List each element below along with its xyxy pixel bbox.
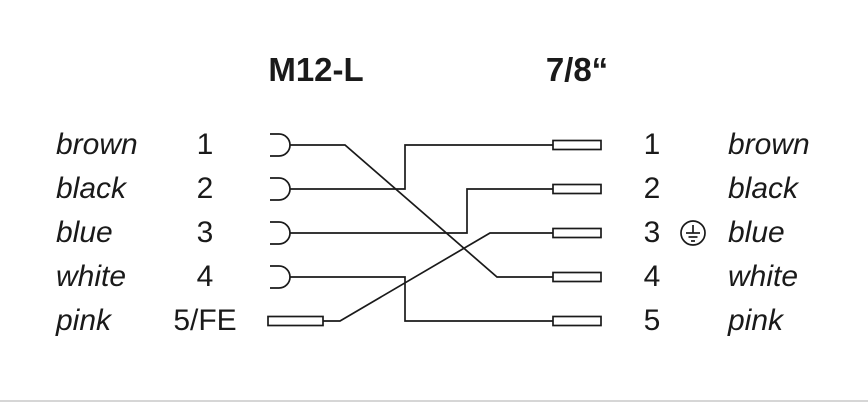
left-socket-symbol [270, 133, 291, 157]
right-wire-color: white [728, 260, 799, 293]
left-pin-number: 2 [196, 172, 214, 205]
right-pin-number: 5 [643, 304, 661, 337]
connection-wire [290, 144, 553, 278]
right-pin-number: 1 [643, 128, 661, 161]
left-socket-symbol [270, 177, 291, 201]
ground-symbol-circle [680, 220, 706, 246]
left-connector-title: M12-L [268, 51, 364, 88]
left-wire-color: blue [56, 216, 113, 249]
left-wire-color: brown [56, 128, 138, 161]
right-connector-title: 7/8“ [545, 51, 609, 88]
connection-wire [290, 188, 553, 234]
left-pin-number: 4 [196, 260, 214, 293]
right-wire-color: black [728, 172, 799, 205]
left-wire-color: pink [56, 304, 112, 337]
connection-wire [290, 144, 553, 190]
left-pin-number: 3 [196, 216, 214, 249]
connection-wire [290, 276, 553, 322]
left-pin-number: 5/FE [173, 304, 237, 337]
right-wire-color: brown [728, 128, 810, 161]
left-socket-symbol [270, 265, 291, 289]
left-pin-number: 1 [196, 128, 214, 161]
right-pin-number: 4 [643, 260, 661, 293]
right-wire-color: pink [728, 304, 784, 337]
left-socket-symbol [270, 221, 291, 245]
right-wire-color: blue [728, 216, 785, 249]
left-wire-color: black [56, 172, 127, 205]
left-wire-color: white [56, 260, 127, 293]
right-pin-number: 3 [643, 216, 661, 249]
connection-wire [323, 232, 553, 322]
right-pin-number: 2 [643, 172, 661, 205]
